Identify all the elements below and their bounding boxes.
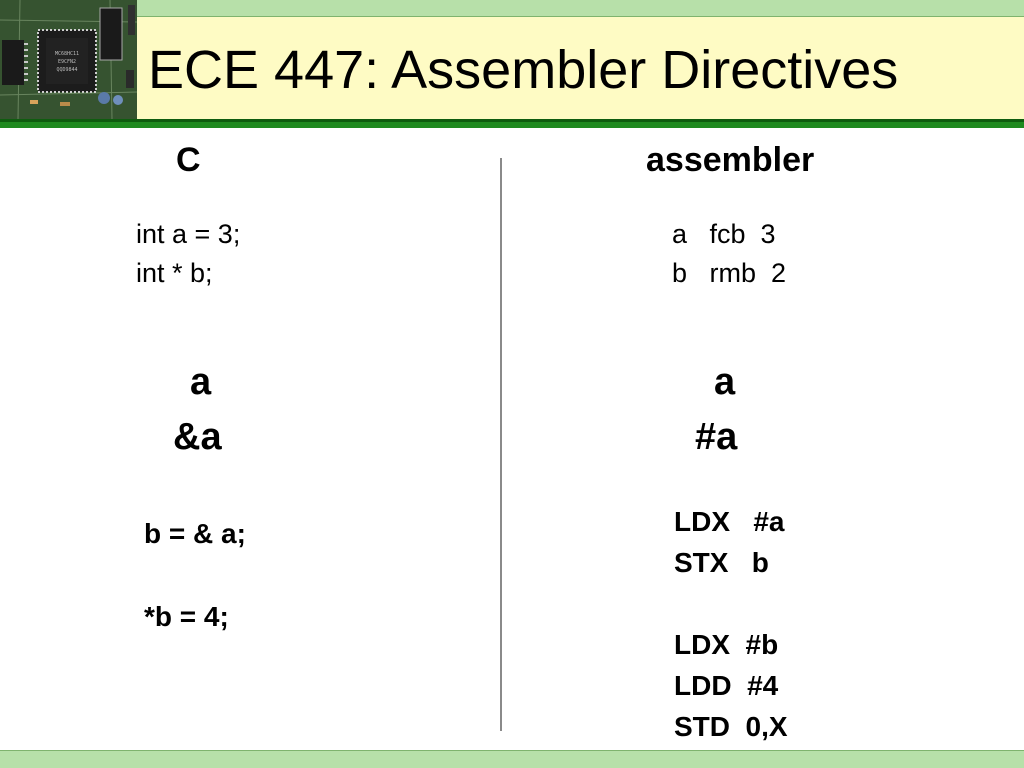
asm-line-stx-b: STX b [674, 547, 769, 578]
svg-text:QQD9844: QQD9844 [56, 67, 77, 73]
c-expression-a: a [190, 361, 212, 403]
svg-text:E9CFN2: E9CFN2 [58, 59, 76, 65]
slide-title: ECE 447: Assembler Directives [148, 40, 899, 100]
asm-expression-a: a [714, 361, 736, 403]
column-divider [500, 158, 502, 731]
c-expression-address-a: &a [173, 416, 222, 458]
top-strip [0, 0, 1024, 17]
asm-line-ldx-a: LDX #a [674, 506, 785, 537]
asm-expression-immediate-a: #a [695, 416, 738, 458]
title-band [137, 17, 1024, 119]
c-statement-assign-b: b = & a; [144, 518, 246, 549]
c-declaration-int-b: int * b; [136, 258, 213, 288]
c-column-heading: C [176, 141, 201, 179]
asm-line-std-0x: STD 0,X [674, 711, 788, 742]
assembler-column-heading: assembler [646, 141, 815, 179]
svg-text:MC68HC11: MC68HC11 [55, 51, 79, 57]
asm-line-ldx-b: LDX #b [674, 629, 779, 660]
bottom-strip [0, 750, 1024, 768]
title-rule-edge [0, 119, 1024, 122]
title-rule [0, 119, 1024, 128]
circuit-board-image: MC68HC11 E9CFN2 QQD9844 [0, 0, 137, 119]
c-declaration-int-a: int a = 3; [136, 219, 241, 249]
asm-line-ldd-4: LDD #4 [674, 670, 779, 701]
asm-declaration-b-rmb: b rmb 2 [672, 258, 787, 288]
c-statement-deref-b: *b = 4; [144, 601, 229, 632]
asm-declaration-a-fcb: a fcb 3 [672, 219, 776, 249]
